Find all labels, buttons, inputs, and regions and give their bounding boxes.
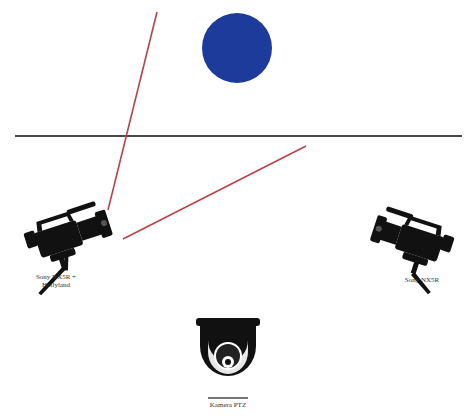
ptz-camera-icon	[196, 318, 260, 376]
camcorder-icon	[17, 199, 124, 296]
view-line	[123, 146, 306, 239]
subject-circle	[202, 13, 272, 83]
camera-label: Kamera PTZ	[193, 401, 263, 409]
view-line	[108, 12, 157, 210]
stage-line	[15, 135, 462, 137]
camera-label: Sony NX5R + Hollyland	[31, 273, 81, 289]
base-bar	[208, 397, 248, 399]
camera-label: Sony NX5R	[392, 276, 452, 284]
camcorder-icon	[359, 204, 457, 296]
